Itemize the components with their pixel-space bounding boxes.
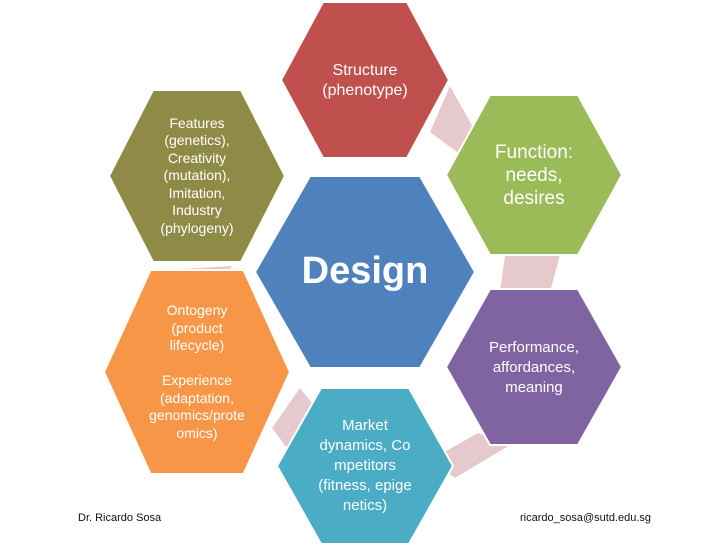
hex-features (107, 89, 287, 263)
connector-4 (272, 388, 318, 452)
hex-structure (279, 1, 451, 159)
hex-performance (444, 288, 624, 446)
hex-ontogeny (102, 269, 292, 475)
author-email: ricardo_sosa@sutd.edu.sg (520, 512, 652, 524)
hex-function (444, 94, 624, 256)
connector-2 (500, 255, 560, 292)
author-name: Dr. Ricardo Sosa (78, 512, 162, 524)
hex-design-center (253, 175, 477, 369)
hex-market (275, 387, 455, 545)
hexagons (102, 1, 624, 545)
